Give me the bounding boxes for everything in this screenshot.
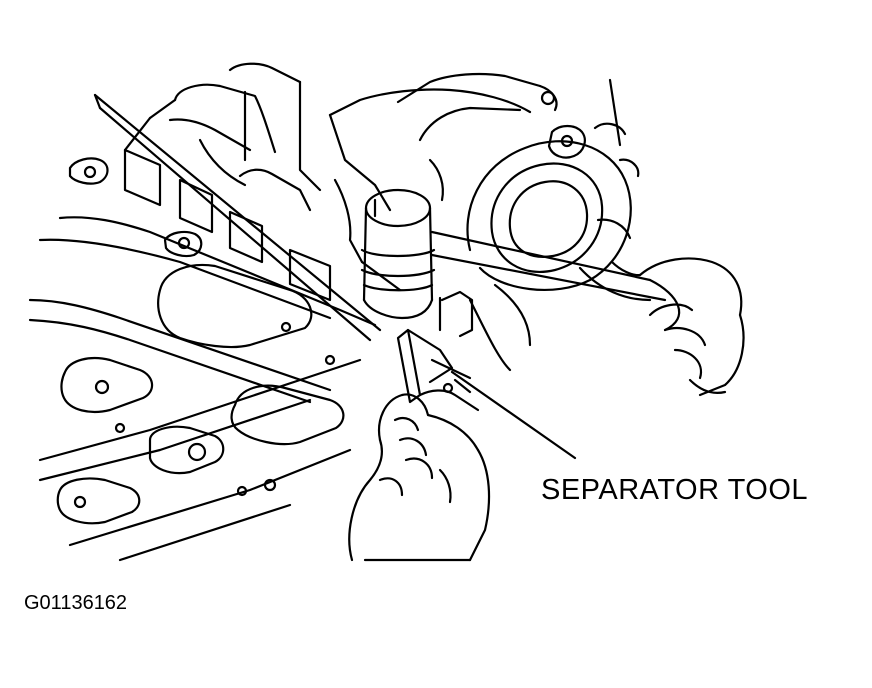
separator-tool [398,292,478,410]
oil-pan-flange [30,95,380,560]
hammer [362,190,679,330]
callout-leader-line [452,372,575,458]
figure-id: G01136162 [24,592,128,614]
right-hand [612,258,744,395]
bell-housing [467,80,650,370]
separator-tool-label: SEPARATOR TOOL [541,474,809,506]
left-hand [349,394,489,560]
block-bolt-bosses [70,150,330,300]
